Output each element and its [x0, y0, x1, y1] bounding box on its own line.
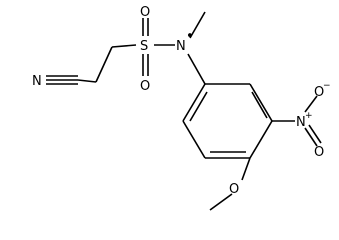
nitro-o-right-label: O	[314, 145, 324, 160]
nitro-o-right-double-bond	[304, 124, 322, 147]
radical-marker: •	[186, 29, 194, 44]
benzene-ring	[182, 83, 273, 159]
chain-bond-2	[95, 46, 113, 83]
molecule-structure: N S O O N • N + O − O O	[32, 5, 331, 211]
methoxy-o-label: O	[229, 182, 239, 197]
amine-n-label: N	[176, 39, 186, 54]
sulfonyl-top-double-bond	[142, 18, 149, 36]
nitrile-n-label: N	[32, 74, 42, 89]
sulfur-label: S	[140, 39, 148, 54]
sulfonyl-bottom-double-bond	[142, 54, 149, 76]
chain-bond-3	[111, 44, 137, 48]
nitro-n-label: N	[296, 115, 306, 130]
n-methyl-bond	[189, 11, 206, 39]
nitro-o-top-label: O	[314, 85, 324, 100]
nitro-n-charge: +	[305, 111, 313, 121]
sulfonyl-o-bottom-label: O	[140, 79, 150, 94]
sulfonyl-o-top-label: O	[140, 5, 150, 20]
n-ring-bond	[187, 53, 206, 85]
chain-bond-1	[77, 79, 97, 83]
nitrile-triple-bond	[46, 75, 78, 85]
structure-canvas: N S O O N • N + O − O O	[32, 5, 331, 211]
nitro-o-top-charge: −	[323, 81, 331, 91]
nitro-o-top-bond	[304, 95, 318, 113]
ring-methoxy-bond	[241, 157, 251, 181]
methoxy-methyl-bond	[209, 193, 233, 211]
